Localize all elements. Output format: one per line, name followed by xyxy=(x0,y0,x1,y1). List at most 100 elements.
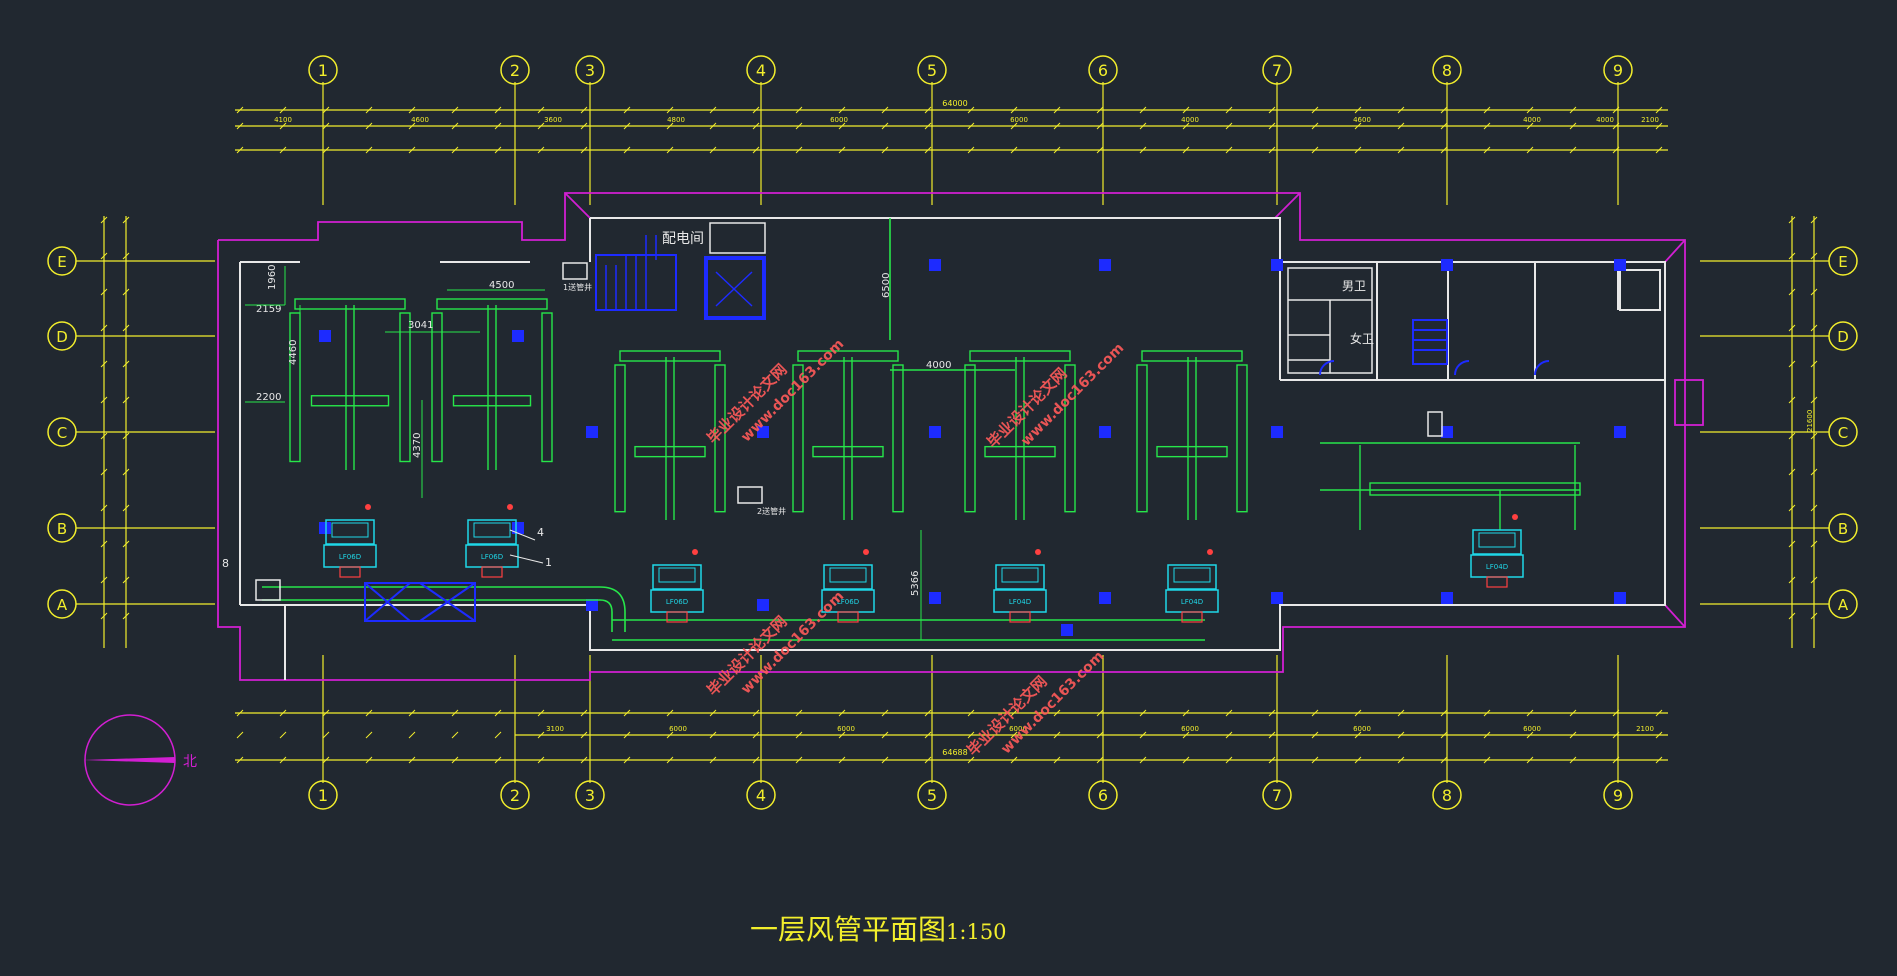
dim-tick xyxy=(122,612,130,620)
dim-tick xyxy=(537,146,545,154)
interior-dimensions: 1960 2159 4500 3041 4460 2200 4370 6500 … xyxy=(256,265,951,596)
dim-tick xyxy=(924,146,932,154)
dim-tick xyxy=(494,709,502,717)
dim-tick xyxy=(1788,288,1796,296)
dim-tick xyxy=(122,504,130,512)
ahu-label: LF04D xyxy=(1181,598,1203,606)
dim-tick xyxy=(1655,122,1663,130)
dim-tick xyxy=(1569,756,1577,764)
axis-bubble xyxy=(1088,55,1118,85)
dim-tick xyxy=(709,756,717,764)
dim-tick xyxy=(1354,756,1362,764)
svg-text:6500: 6500 xyxy=(881,273,892,298)
axis-label-8: 8 xyxy=(1442,786,1452,805)
dim-tick xyxy=(1788,396,1796,404)
dim-tick xyxy=(322,122,330,130)
dim-tick xyxy=(1612,106,1620,114)
ahu-top-inner xyxy=(829,567,867,583)
branch-leg xyxy=(541,312,553,463)
svg-text:4460: 4460 xyxy=(288,340,299,365)
dim-tick xyxy=(1139,756,1147,764)
branch-header xyxy=(969,350,1071,362)
dim-tick xyxy=(580,106,588,114)
branch-system xyxy=(964,350,1076,520)
branch-leg xyxy=(289,312,301,463)
axis-bubble xyxy=(746,55,776,85)
dim-tick xyxy=(1010,146,1018,154)
branch-duct-right xyxy=(1369,482,1581,496)
dim-tick xyxy=(623,709,631,717)
dim-label: 4000 xyxy=(1596,116,1614,124)
dim-tick xyxy=(322,731,330,739)
dim-label: 2100 xyxy=(1641,116,1659,124)
dim-label: 6000 xyxy=(1010,116,1028,124)
dim-tick xyxy=(100,504,108,512)
branch-crossbar xyxy=(634,445,706,458)
axis-label-C: C xyxy=(57,424,67,442)
ahu-top-inner xyxy=(1478,532,1516,548)
dim-tick xyxy=(1053,146,1061,154)
dim-tick xyxy=(1569,709,1577,717)
dim-tick xyxy=(1225,122,1233,130)
dim-tick xyxy=(1526,756,1534,764)
dim-tick xyxy=(1139,146,1147,154)
dim-tick xyxy=(881,709,889,717)
dim-tick xyxy=(408,731,416,739)
overall-dim-top: 64000 xyxy=(942,99,967,108)
dim-tick xyxy=(537,731,545,739)
overall-dim-bottom: 64688 xyxy=(942,748,967,757)
dim-tick xyxy=(1569,146,1577,154)
dim-tick xyxy=(100,540,108,548)
dim-tick xyxy=(1440,756,1448,764)
walls xyxy=(239,217,1666,680)
branch-leg xyxy=(964,364,976,513)
branch-leg xyxy=(399,312,411,463)
axis-bubble xyxy=(575,55,605,85)
axis-bubble xyxy=(47,417,77,447)
axis-label-1: 1 xyxy=(318,61,328,80)
dim-tick xyxy=(451,731,459,739)
dim-label: 4600 xyxy=(411,116,429,124)
axis-bubble xyxy=(47,321,77,351)
axis-bubble xyxy=(500,780,530,810)
axis-label-5: 5 xyxy=(927,786,937,805)
column xyxy=(1099,426,1111,438)
dim-tick xyxy=(279,731,287,739)
column xyxy=(319,522,331,534)
dim-tick xyxy=(1612,731,1620,739)
dim-tick xyxy=(408,146,416,154)
dim-label: 4100 xyxy=(274,116,292,124)
dim-tick xyxy=(1788,324,1796,332)
dim-tick xyxy=(666,731,674,739)
dim-tick xyxy=(881,146,889,154)
dim-tick xyxy=(1612,122,1620,130)
dim-tick xyxy=(1010,106,1018,114)
dim-tick xyxy=(494,106,502,114)
dim-tick xyxy=(1053,756,1061,764)
shaft-icon xyxy=(737,486,763,504)
dim-tick xyxy=(451,122,459,130)
dim-label: 4800 xyxy=(667,116,685,124)
dim-tick xyxy=(122,540,130,548)
axis-label-9: 9 xyxy=(1613,786,1623,805)
dim-label: 4000 xyxy=(1181,116,1199,124)
dim-tick xyxy=(881,122,889,130)
branch-leg xyxy=(1136,364,1148,513)
axis-bubble xyxy=(47,589,77,619)
north-label: 北 xyxy=(183,754,197,770)
dim-tick xyxy=(122,324,130,332)
dim-tick xyxy=(924,756,932,764)
dim-tick xyxy=(1225,731,1233,739)
axis-bubble xyxy=(1828,513,1858,543)
dim-tick xyxy=(1810,360,1818,368)
dim-tick xyxy=(100,324,108,332)
room-label-electrical: 配电间 xyxy=(662,231,704,247)
ahu-label: LF06D xyxy=(666,598,688,606)
axis-bubble xyxy=(746,780,776,810)
dim-tick xyxy=(580,146,588,154)
dim-label: 3100 xyxy=(546,725,564,733)
dim-tick xyxy=(838,146,846,154)
axis-bubble xyxy=(917,55,947,85)
